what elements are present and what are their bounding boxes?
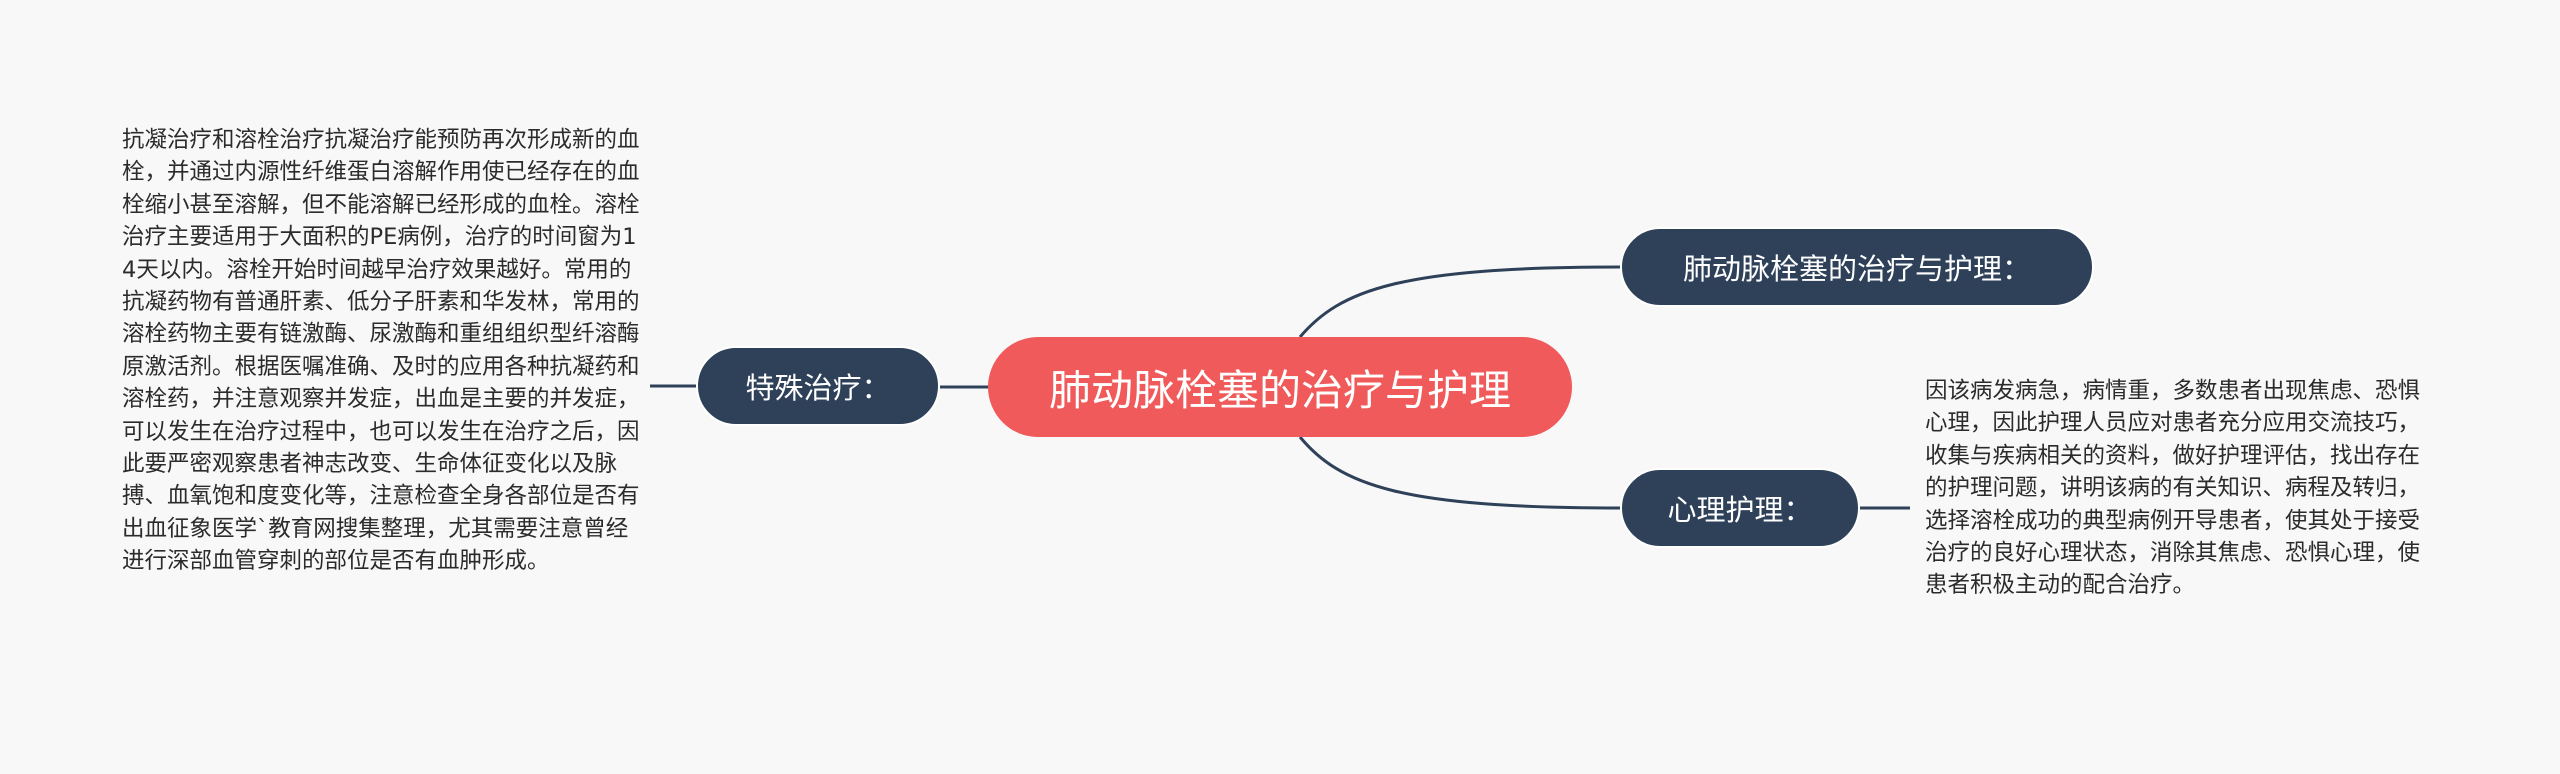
branch-node-special-treatment[interactable]: 特殊治疗： (696, 346, 940, 426)
branch-node-psych-nursing[interactable]: 心理护理： (1620, 468, 1860, 548)
root-node[interactable]: 肺动脉栓塞的治疗与护理 (988, 337, 1572, 437)
connector-root-treatment (1298, 265, 1621, 338)
connector-root-psych (1298, 436, 1621, 510)
branch-node-treatment-nursing[interactable]: 肺动脉栓塞的治疗与护理： (1620, 227, 2094, 307)
psych-nursing-detail-text: 因该病发病急，病情重，多数患者出现焦虑、恐惧心理，因此护理人员应对患者充分应用交… (1925, 378, 2421, 599)
special-treatment-detail-text: 抗凝治疗和溶栓治疗抗凝治疗能预防再次形成新的血栓，并通过内源性纤维蛋白溶解作用使… (122, 127, 640, 575)
